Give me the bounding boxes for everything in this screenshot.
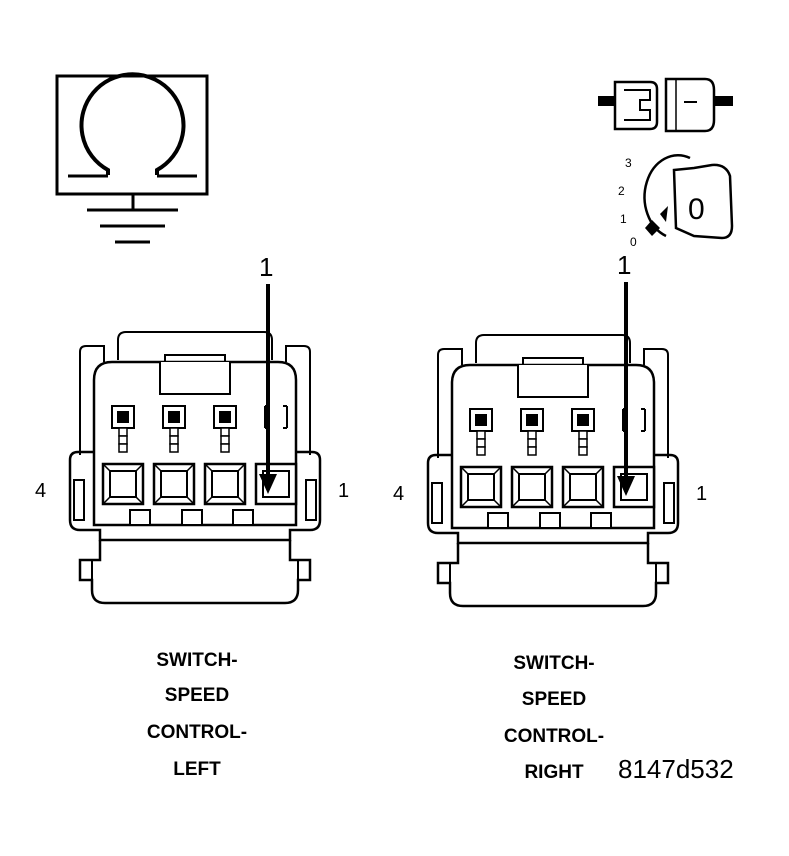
right-connector [426, 333, 680, 608]
left-caption-line-3: CONTROL- [147, 722, 247, 743]
figure-id: 8147d532 [618, 754, 734, 784]
ignition-pos-3: 3 [625, 156, 632, 170]
ohmmeter-ground-icon [55, 72, 209, 244]
left-pin-4-label: 4 [35, 480, 46, 502]
connector-plug-icon [598, 77, 733, 133]
right-pin-1-label: 1 [696, 483, 707, 505]
left-caption-line-2: SPEED [165, 685, 229, 706]
right-probe-arrow [617, 282, 635, 496]
left-caption-line-1: SWITCH- [156, 650, 237, 671]
left-caption-line-4: LEFT [173, 759, 221, 780]
right-caption-line-4: RIGHT [524, 762, 584, 783]
key-label: 0 [688, 193, 705, 226]
right-caption-line-3: CONTROL- [504, 726, 604, 747]
left-arrow-label: 1 [259, 252, 273, 282]
right-caption-line-1: SWITCH- [513, 653, 594, 674]
left-caption: SWITCH- SPEED CONTROL- LEFT [147, 650, 247, 780]
ignition-pos-1: 1 [620, 212, 627, 226]
left-probe-arrow [259, 284, 277, 494]
ignition-key-icon: 3 2 1 0 0 [618, 153, 734, 249]
right-pin-4-label: 4 [393, 483, 404, 505]
left-connector [68, 330, 322, 605]
right-arrow-label: 1 [617, 250, 631, 280]
ignition-pos-2: 2 [618, 184, 625, 198]
ignition-pos-0: 0 [630, 235, 637, 249]
right-caption: SWITCH- SPEED CONTROL- RIGHT [504, 653, 604, 783]
right-caption-line-2: SPEED [522, 689, 586, 710]
left-pin-1-label: 1 [338, 480, 349, 502]
